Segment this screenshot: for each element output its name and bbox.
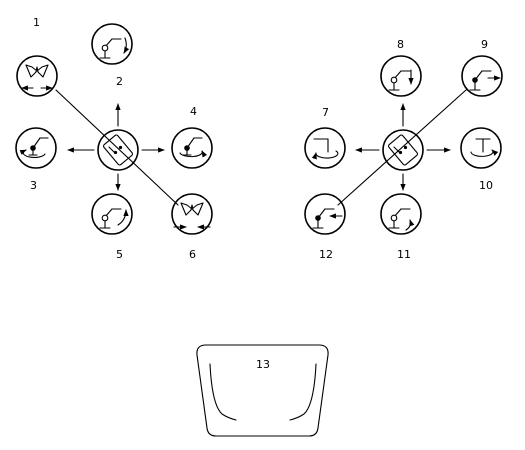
label-11: 11 (397, 248, 411, 261)
diagonal-line-right (337, 89, 467, 206)
symbol-6 (171, 193, 213, 235)
label-1: 1 (33, 16, 40, 29)
symbol-7 (304, 127, 346, 169)
label-2: 2 (116, 75, 123, 88)
label-6: 6 (189, 248, 196, 261)
bucket-13: 13 (196, 344, 329, 437)
joystick-left (97, 129, 139, 171)
label-8: 8 (397, 38, 404, 51)
label-7: 7 (322, 106, 329, 119)
label-4: 4 (190, 105, 197, 118)
left-control-group: 1 2 3 4 5 6 (15, 16, 213, 261)
label-13: 13 (256, 358, 270, 371)
symbol-3 (15, 127, 57, 169)
symbol-11 (380, 193, 422, 235)
label-12: 12 (319, 248, 333, 261)
joystick-right (382, 129, 424, 171)
diagonal-line-left (55, 89, 179, 206)
symbol-10 (460, 127, 502, 169)
symbol-8 (380, 55, 422, 97)
symbol-2 (91, 23, 133, 65)
symbol-5 (91, 193, 133, 235)
label-3: 3 (30, 179, 37, 192)
label-5: 5 (116, 248, 123, 261)
symbol-9 (461, 55, 503, 97)
symbol-4 (171, 127, 213, 169)
label-9: 9 (481, 38, 488, 51)
symbol-1 (16, 55, 58, 97)
right-control-group: 7 8 9 10 12 11 (304, 38, 503, 261)
symbol-12 (304, 193, 346, 235)
label-10: 10 (479, 179, 493, 192)
